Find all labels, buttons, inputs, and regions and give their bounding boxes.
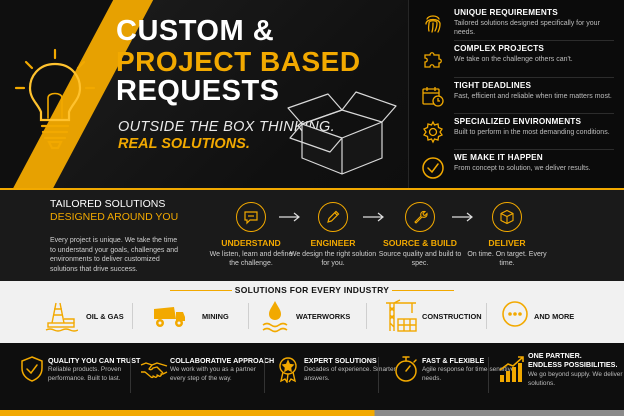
benefit-title: EXPERT SOLUTIONS: [304, 356, 377, 365]
process-heading: TAILORED SOLUTIONS: [50, 198, 166, 210]
step-title: ENGINEER: [310, 238, 356, 248]
step-title: DELIVER: [488, 238, 526, 248]
divider: [454, 149, 614, 150]
industries-title: SOLUTIONS FOR EVERY INDUSTRY: [234, 285, 390, 295]
arrow-right-icon: [363, 212, 384, 222]
divider: [488, 357, 489, 393]
feature-title: COMPLEX PROJECTS: [454, 44, 545, 53]
feature-desc: Tailored solutions designed specifically…: [454, 20, 600, 36]
industry-label: WATERWORKS: [296, 312, 351, 321]
hero-tagline: OUTSIDE THE BOX THINKING.: [118, 119, 335, 135]
hero-title-line3: REQUESTS: [116, 75, 280, 107]
benefit-desc: Agile response for time-sensitive needs.: [422, 366, 515, 382]
cube-icon: [500, 209, 514, 225]
handshake-icon: [140, 362, 168, 379]
divider: [130, 357, 131, 393]
step-icon-circle: [492, 202, 522, 232]
feature-desc: From concept to solution, we deliver res…: [454, 165, 591, 172]
title-rule: [392, 290, 454, 291]
benefit-desc: Reliable products. Proven performance. B…: [48, 366, 122, 382]
feature-item-make-it-happen: WE MAKE IT HAPPEN From concept to soluti…: [409, 153, 624, 189]
step-icon-circle: [236, 202, 266, 232]
benefit-title: COLLABORATIVE APPROACH: [170, 356, 275, 365]
benefit-desc: We work with you as a partner every step…: [170, 366, 256, 382]
industry-label: AND MORE: [534, 312, 575, 321]
lightbulb-icon: [14, 48, 96, 150]
oil-rig-icon: [45, 302, 78, 332]
hero-title-line1: CUSTOM &: [116, 15, 275, 47]
step-title: UNDERSTAND: [221, 238, 281, 248]
feature-desc: We take on the challenge others can't.: [454, 56, 573, 63]
feature-title: TIGHT DEADLINES: [454, 81, 532, 90]
step-desc: Source quality and build to spec.: [378, 251, 462, 267]
industries-section: SOLUTIONS FOR EVERY INDUSTRY OIL & GAS M…: [0, 281, 624, 343]
more-dots-icon: [502, 301, 528, 327]
feature-title: UNIQUE REQUIREMENTS: [454, 8, 558, 17]
chat-bubble-icon: [244, 211, 258, 225]
step-icon-circle: [318, 202, 348, 232]
step-desc: We design the right solution for you.: [289, 251, 377, 267]
award-badge-icon: [279, 357, 297, 383]
checkmark-icon: [422, 157, 444, 179]
feature-item-environments: SPECIALIZED ENVIRONMENTS Built to perfor…: [409, 117, 624, 153]
divider: [248, 303, 249, 329]
arrow-right-icon: [452, 212, 473, 222]
step-desc: On time. On target. Every time.: [467, 251, 547, 267]
shield-check-icon: [21, 356, 43, 382]
crane-icon: [386, 299, 417, 332]
open-box-icon: [287, 91, 397, 175]
benefit-title: ONE PARTNER.: [528, 351, 582, 360]
industry-label: MINING: [202, 312, 229, 321]
stopwatch-icon: [395, 356, 417, 382]
feature-desc: Fast, efficient and reliable when time m…: [454, 93, 612, 100]
divider: [366, 303, 367, 329]
title-rule: [170, 290, 232, 291]
benefit-title: FAST & FLEXIBLE: [422, 356, 485, 365]
benefits-section: QUALITY YOU CAN TRUST Reliable products.…: [0, 343, 624, 416]
arrow-right-icon: [279, 212, 300, 222]
process-intro: Every project is unique. We take the tim…: [50, 237, 179, 273]
divider: [454, 113, 614, 114]
step-desc: We listen, learn and define the challeng…: [209, 251, 293, 267]
wrench-icon: [414, 210, 428, 224]
step-title: SOURCE & BUILD: [382, 238, 457, 248]
industry-label: OIL & GAS: [86, 312, 124, 321]
divider: [454, 40, 614, 41]
feature-item-complex: COMPLEX PROJECTS We take on the challeng…: [409, 44, 624, 80]
benefit-desc: Decades of experience. Smarter answers.: [304, 366, 396, 382]
industry-label: CONSTRUCTION: [422, 312, 482, 321]
benefit-title-line2: ENDLESS POSSIBILITIES.: [528, 360, 618, 369]
dump-truck-icon: [154, 307, 185, 327]
process-heading-accent: DESIGNED AROUND YOU: [50, 211, 179, 223]
bottom-accent-stripe: [0, 410, 624, 416]
calendar-icon: [422, 87, 444, 107]
features-panel: UNIQUE REQUIREMENTS Tailored solutions d…: [408, 0, 624, 188]
hero-tagline-accent: REAL SOLUTIONS.: [118, 136, 250, 152]
water-drop-icon: [262, 301, 288, 333]
feature-title: SPECIALIZED ENVIRONMENTS: [454, 117, 582, 126]
puzzle-icon: [424, 52, 442, 68]
divider: [454, 77, 614, 78]
hero-title-line2: PROJECT BASED: [116, 46, 361, 77]
feature-item-unique: UNIQUE REQUIREMENTS Tailored solutions d…: [409, 8, 624, 44]
fingerprint-icon: [425, 15, 441, 33]
step-icon-circle: [405, 202, 435, 232]
benefit-title: QUALITY YOU CAN TRUST: [48, 356, 141, 365]
growth-chart-icon: [499, 356, 524, 382]
process-section: TAILORED SOLUTIONS DESIGNED AROUND YOU E…: [0, 188, 624, 281]
feature-item-deadlines: TIGHT DEADLINES Fast, efficient and reli…: [409, 81, 624, 117]
feature-desc: Built to perform in the most demanding c…: [454, 129, 610, 136]
divider: [132, 303, 133, 329]
pencil-icon: [327, 210, 340, 223]
divider: [264, 357, 265, 393]
divider: [486, 303, 487, 329]
gear-icon: [423, 120, 443, 144]
feature-title: WE MAKE IT HAPPEN: [454, 153, 543, 162]
divider: [378, 357, 379, 393]
benefit-desc: We go beyond supply. We deliver solution…: [528, 371, 623, 387]
